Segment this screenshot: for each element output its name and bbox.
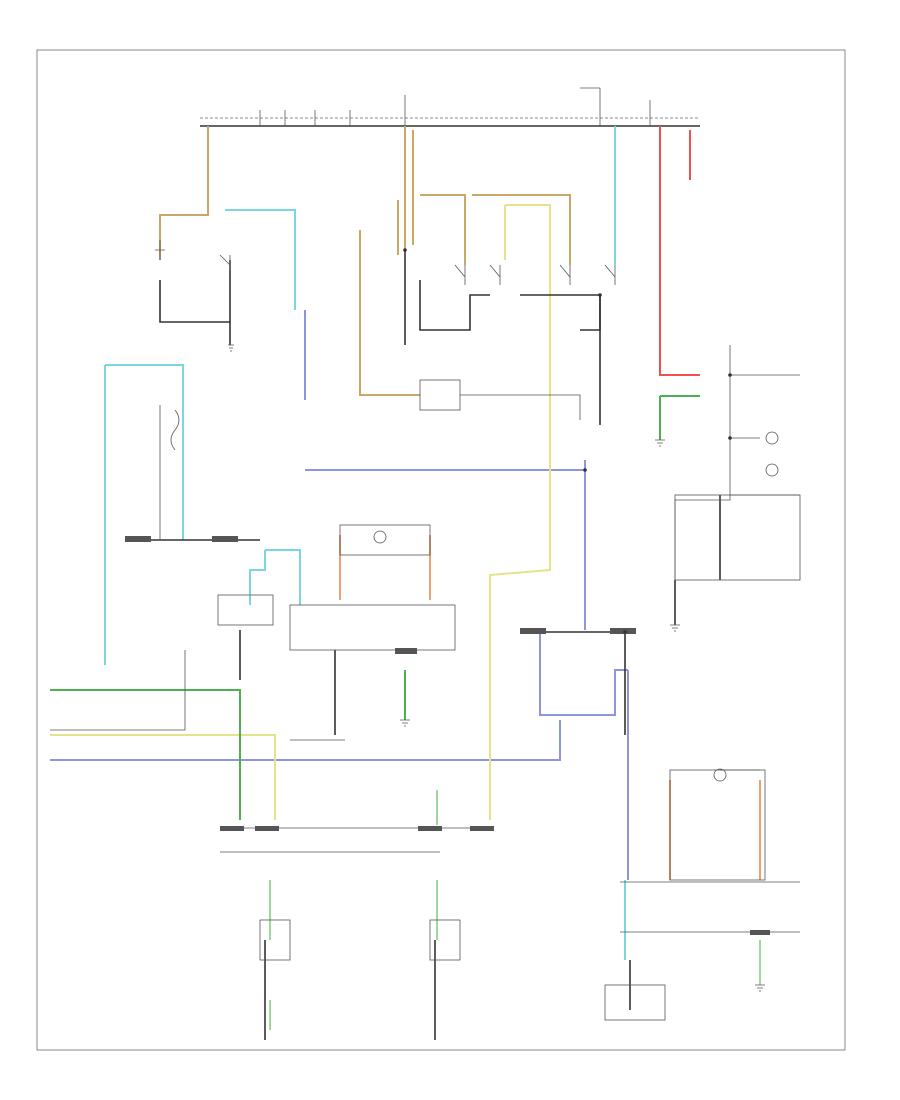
junction-dot xyxy=(728,373,732,377)
ground-icon xyxy=(755,984,765,992)
cyan-wires xyxy=(104,126,626,960)
lamp-icon xyxy=(765,463,779,477)
junction-dot xyxy=(598,293,602,297)
tan-wires xyxy=(159,126,571,396)
junction-dot xyxy=(623,630,627,634)
connector xyxy=(610,628,636,634)
green-wires xyxy=(50,395,761,1030)
connector xyxy=(750,930,770,935)
connector xyxy=(125,536,151,542)
connector xyxy=(418,826,442,831)
connector xyxy=(395,648,417,654)
junction-dot xyxy=(728,436,732,440)
ground-icon xyxy=(670,624,680,632)
ground-icon xyxy=(228,344,234,352)
connector xyxy=(220,826,244,831)
seat-heater-right-box xyxy=(429,919,461,961)
lamp-icon xyxy=(765,431,779,445)
black-wires xyxy=(130,250,721,1040)
ground-icon xyxy=(655,439,665,447)
junction-dot xyxy=(403,248,407,252)
relay-box-left xyxy=(217,594,274,626)
yellow-wires xyxy=(50,204,551,820)
lamp-icon xyxy=(373,530,387,544)
connector xyxy=(470,826,494,831)
instrument-cluster-box xyxy=(674,494,801,581)
connectors xyxy=(125,536,770,935)
relay-symbols xyxy=(155,240,616,451)
ground-icon xyxy=(400,719,410,727)
bus-ticks xyxy=(259,95,651,126)
seat-heater-left-box xyxy=(259,919,291,961)
lamp-icon xyxy=(713,768,727,782)
connector xyxy=(212,536,238,542)
control-module-box xyxy=(289,604,456,651)
top-bus xyxy=(200,117,700,127)
circle-symbols xyxy=(373,248,779,782)
passenger-sensor-box xyxy=(604,984,666,1021)
ground-symbols xyxy=(228,344,765,992)
connector xyxy=(255,826,279,831)
passenger-switch-box xyxy=(669,769,766,881)
multifunction-relay-box xyxy=(419,379,461,411)
component-boxes xyxy=(217,379,801,1021)
heater-box xyxy=(339,524,431,556)
connector xyxy=(520,628,546,634)
red-wires xyxy=(659,126,700,376)
diagram-frame xyxy=(36,49,846,1051)
junction-dot xyxy=(583,468,587,472)
